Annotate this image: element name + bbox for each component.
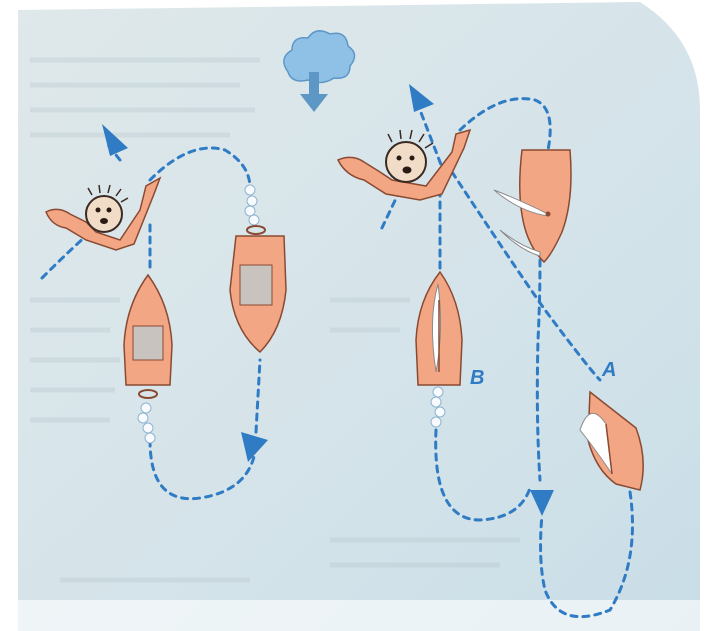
wind-arrow-icon xyxy=(300,72,328,112)
person-in-water-icon xyxy=(45,176,162,251)
boat-a xyxy=(579,390,644,491)
boat-a-label: A xyxy=(601,359,616,381)
route-arrow-icon xyxy=(241,432,268,462)
background-text-bleed xyxy=(30,57,520,583)
fender-buoys-icon xyxy=(137,389,158,444)
boat-b-label: B xyxy=(470,367,484,389)
left-boat xyxy=(123,273,173,386)
boat-b xyxy=(415,270,463,386)
person-in-water-icon xyxy=(336,128,472,201)
route-arrow-icon xyxy=(102,124,128,156)
fender-buoys-icon xyxy=(244,184,266,235)
left-scene-boat-2 xyxy=(229,235,287,354)
route-arrow-icon xyxy=(409,84,434,112)
upper-right-boat xyxy=(493,149,572,264)
fender-buoys-icon xyxy=(430,386,446,428)
left-route xyxy=(40,143,262,501)
route-arrow-icon xyxy=(530,490,554,516)
